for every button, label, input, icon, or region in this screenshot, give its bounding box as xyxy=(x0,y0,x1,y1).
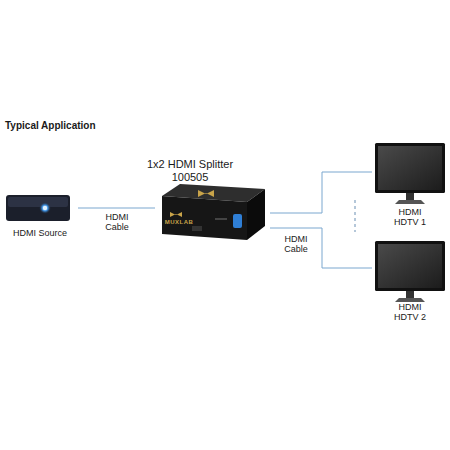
cable-label: HDMI Cable xyxy=(100,212,134,233)
cable-label: HDMI Cable xyxy=(279,234,313,255)
hdmi-cable-line xyxy=(270,228,372,268)
source-device xyxy=(6,195,70,221)
brand-logo-text: MUXLAB xyxy=(164,219,194,226)
display-node: HDMI HDTV 1 xyxy=(372,143,448,229)
continuation-dash xyxy=(355,200,356,232)
source-node: HDMI Source xyxy=(2,190,78,242)
hdmi-cable-line xyxy=(270,172,372,213)
hdmi-cable-line xyxy=(78,208,155,209)
node-label: 1x2 HDMI Splitter 100505 xyxy=(140,158,240,183)
node-label: HDMI HDTV 2 xyxy=(388,302,432,323)
diagram-title: Typical Application xyxy=(5,120,96,131)
monitor-2 xyxy=(375,241,445,302)
monitor-1 xyxy=(375,143,445,204)
display-node: HDMI HDTV 2 xyxy=(372,238,448,324)
splitter-node: 1x2 HDMI Splitter 100505MUXLAB xyxy=(155,158,270,244)
node-label: HDMI Source xyxy=(2,228,78,238)
splitter-device xyxy=(162,184,265,240)
node-label: HDMI HDTV 1 xyxy=(388,207,432,228)
